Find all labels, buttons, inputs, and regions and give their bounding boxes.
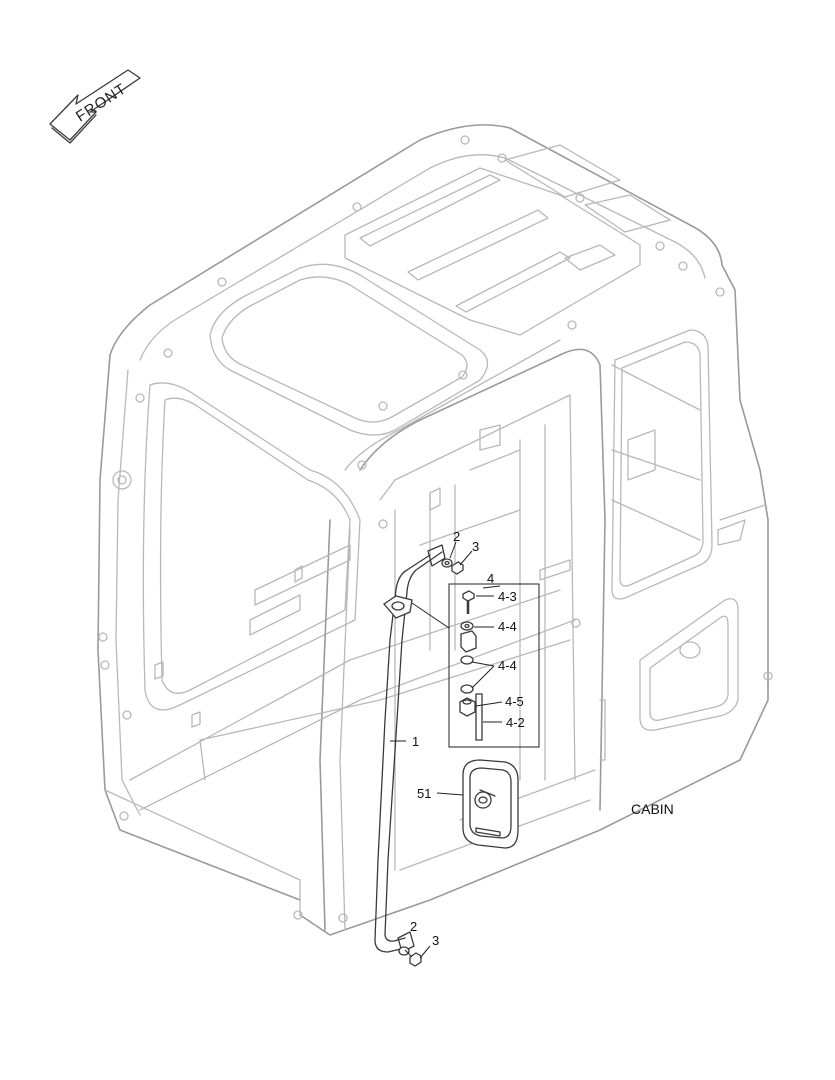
- front-arrow-icon: FRONT: [49, 69, 141, 144]
- assembly-washer-a: [460, 621, 474, 631]
- callout-washer-bottom: 2: [410, 919, 417, 934]
- assembly-bolt: [462, 590, 475, 614]
- callout-assembly-rod: 4-2: [506, 715, 525, 730]
- callout-bolt-top: 3: [472, 539, 479, 554]
- callout-mirror: 51: [417, 786, 431, 801]
- mirror: [436, 759, 519, 849]
- assembly-detail-box: [411, 583, 540, 748]
- assembly-rod: [475, 693, 483, 741]
- diagram-title: CABIN: [631, 801, 674, 817]
- washer-bottom: [398, 946, 410, 956]
- assembly-nut: [459, 697, 476, 717]
- callout-assembly: 4: [487, 571, 494, 586]
- callout-pipe: 1: [412, 734, 419, 749]
- bolt-bottom: [409, 952, 422, 967]
- callout-assembly-washer-b: 4-4: [498, 658, 517, 673]
- callout-assembly-washer-a: 4-4: [498, 619, 517, 634]
- washer-top: [441, 558, 453, 568]
- callout-assembly-nut: 4-5: [505, 694, 524, 709]
- cabin-frame: [97, 124, 773, 936]
- assembly-bracket: [460, 630, 477, 653]
- assembly-washer-b: [460, 655, 474, 694]
- callout-assembly-bolt: 4-3: [498, 589, 517, 604]
- callout-washer-top: 2: [453, 529, 460, 544]
- mirror-stay-pipe: [374, 544, 446, 953]
- callout-bolt-bottom: 3: [432, 933, 439, 948]
